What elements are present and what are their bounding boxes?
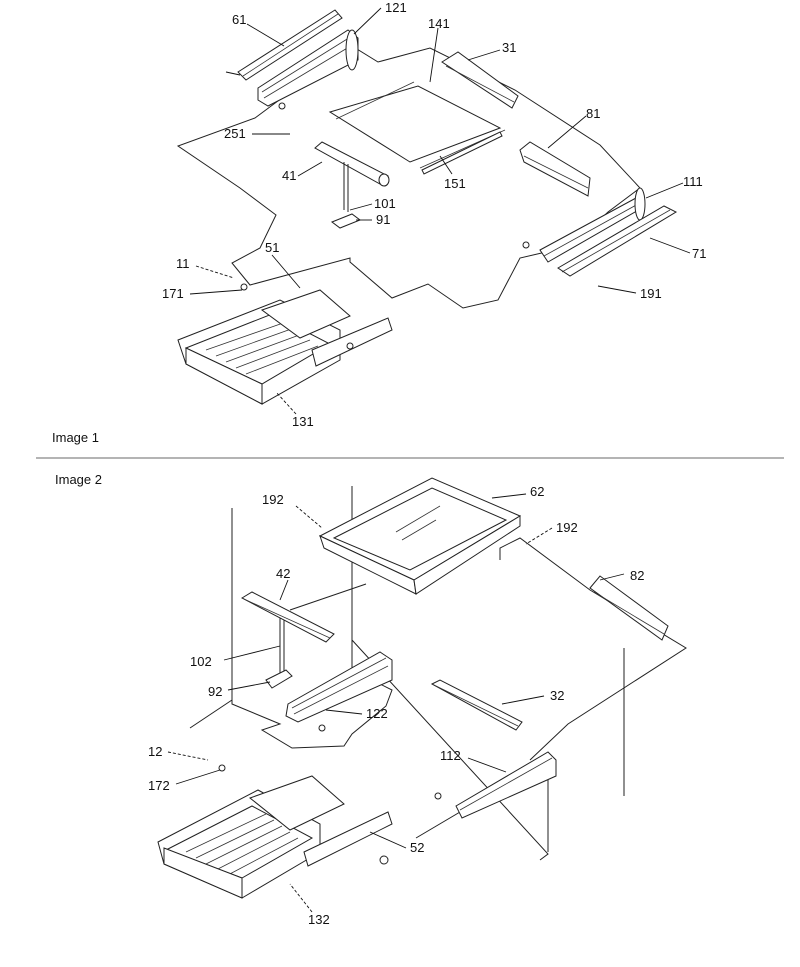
callout-62: 62 xyxy=(530,484,544,499)
part-51-drawer-rail xyxy=(240,283,393,367)
callout-111: 111 xyxy=(683,174,703,189)
part-52-drawer-rail xyxy=(218,764,393,867)
part-122-slide xyxy=(285,651,393,732)
part-32-strip xyxy=(430,679,523,731)
callout-192-left: 192 xyxy=(262,492,284,507)
callout-192-right: 192 xyxy=(556,520,578,535)
callout-91: 91 xyxy=(376,212,390,227)
callout-71: 71 xyxy=(692,246,706,261)
callout-102: 102 xyxy=(190,654,212,669)
callout-81: 81 xyxy=(586,106,600,121)
image2-group: 62 192 192 82 42 102 92 122 32 12 172 11… xyxy=(148,477,687,927)
part-71-rail xyxy=(557,205,678,277)
callout-51: 51 xyxy=(265,240,279,255)
callout-191: 191 xyxy=(640,286,662,301)
part-81-rail xyxy=(519,141,591,197)
callout-12: 12 xyxy=(148,744,162,759)
part-111-slide xyxy=(522,187,646,263)
part-82-rail xyxy=(589,575,669,641)
callout-171: 171 xyxy=(162,286,184,301)
callout-92: 92 xyxy=(208,684,222,699)
image1-group: 61 121 141 31 81 251 41 151 111 101 91 7… xyxy=(162,0,706,429)
caption-image-1: Image 1 xyxy=(52,430,99,445)
callout-132: 132 xyxy=(308,912,330,927)
callout-32: 32 xyxy=(550,688,564,703)
callout-82: 82 xyxy=(630,568,644,583)
callout-151: 151 xyxy=(444,176,466,191)
part-31-rail xyxy=(441,51,519,109)
callout-131: 131 xyxy=(292,414,314,429)
part-61-rail xyxy=(225,9,343,81)
callout-42: 42 xyxy=(276,566,290,581)
part-112-slide xyxy=(434,751,557,819)
callout-121: 121 xyxy=(385,0,407,15)
callout-31: 31 xyxy=(502,40,516,55)
part-131-drawer xyxy=(177,289,351,405)
callout-112: 112 xyxy=(440,748,461,763)
callout-52: 52 xyxy=(410,840,424,855)
part-41-support xyxy=(314,141,390,229)
callout-172: 172 xyxy=(148,778,170,793)
caption-image-2: Image 2 xyxy=(55,472,102,487)
callout-11: 11 xyxy=(176,256,190,271)
callout-251: 251 xyxy=(224,126,246,141)
callout-122: 122 xyxy=(366,706,388,721)
callout-101: 101 xyxy=(374,196,396,211)
part-121-slide xyxy=(257,29,359,110)
callout-61: 61 xyxy=(232,12,246,27)
part-62-glass-shelf xyxy=(318,477,522,595)
part-141-glass-shelf xyxy=(328,81,506,175)
part-132-drawer xyxy=(157,775,345,899)
callout-141: 141 xyxy=(428,16,450,31)
part-42-support xyxy=(240,583,367,689)
callout-41: 41 xyxy=(282,168,296,183)
